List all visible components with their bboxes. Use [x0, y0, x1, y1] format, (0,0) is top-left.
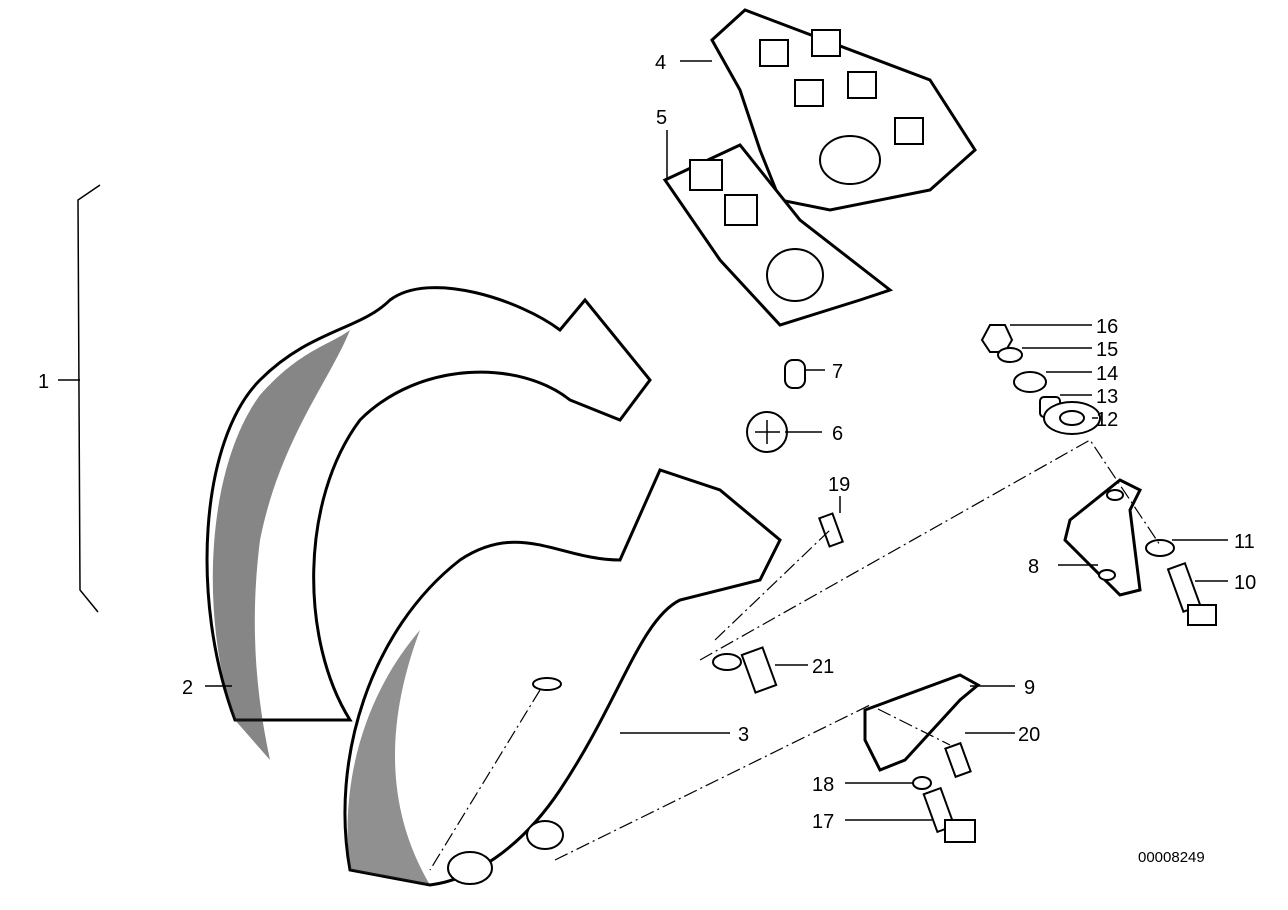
callout-21: 21: [812, 656, 834, 678]
stud-21-part: [740, 646, 778, 694]
callout-5: 5: [656, 107, 667, 129]
callout-20: 20: [1018, 724, 1040, 746]
callout-8: 8: [1028, 556, 1039, 578]
callout-9: 9: [1024, 677, 1035, 699]
washer-11-part: [1145, 539, 1175, 557]
nut-16-part: [980, 324, 1014, 353]
callout-13: 13: [1096, 386, 1118, 408]
callout-10: 10: [1234, 572, 1256, 594]
washer-14-part: [1013, 371, 1047, 393]
callout-14: 14: [1096, 363, 1118, 385]
bulb-part: [784, 359, 806, 389]
bolt-17-part: [922, 786, 976, 843]
switch-plate-part: [662, 143, 894, 327]
callout-18: 18: [812, 774, 834, 796]
callout-3: 3: [738, 724, 749, 746]
callout-11: 11: [1234, 531, 1255, 553]
plate-9-part: [863, 673, 981, 772]
washer-18-part: [912, 776, 932, 790]
bracket-8-part: [1063, 478, 1143, 597]
grommet-12-part: [1043, 401, 1101, 435]
callout-6: 6: [832, 423, 843, 445]
callout-12: 12: [1096, 409, 1118, 431]
screw-20-part: [944, 741, 972, 779]
callout-15: 15: [1096, 339, 1118, 361]
switch-cover-part: [710, 8, 977, 212]
drawing-id: 00008249: [1138, 849, 1205, 866]
callout-16: 16: [1096, 316, 1118, 338]
callout-17: 17: [812, 811, 834, 833]
assembly-bracket: [77, 184, 101, 613]
callout-4: 4: [655, 52, 666, 74]
callout-19: 19: [828, 474, 850, 496]
bulb-socket-part: [746, 411, 788, 453]
callout-7: 7: [832, 361, 843, 383]
callout-1: 1: [38, 371, 49, 393]
washer-15-part: [997, 347, 1023, 363]
bolt-10-part: [1166, 561, 1217, 626]
housing-shell-part: [205, 286, 782, 887]
screw-19-part: [818, 512, 844, 548]
callout-2: 2: [182, 677, 193, 699]
